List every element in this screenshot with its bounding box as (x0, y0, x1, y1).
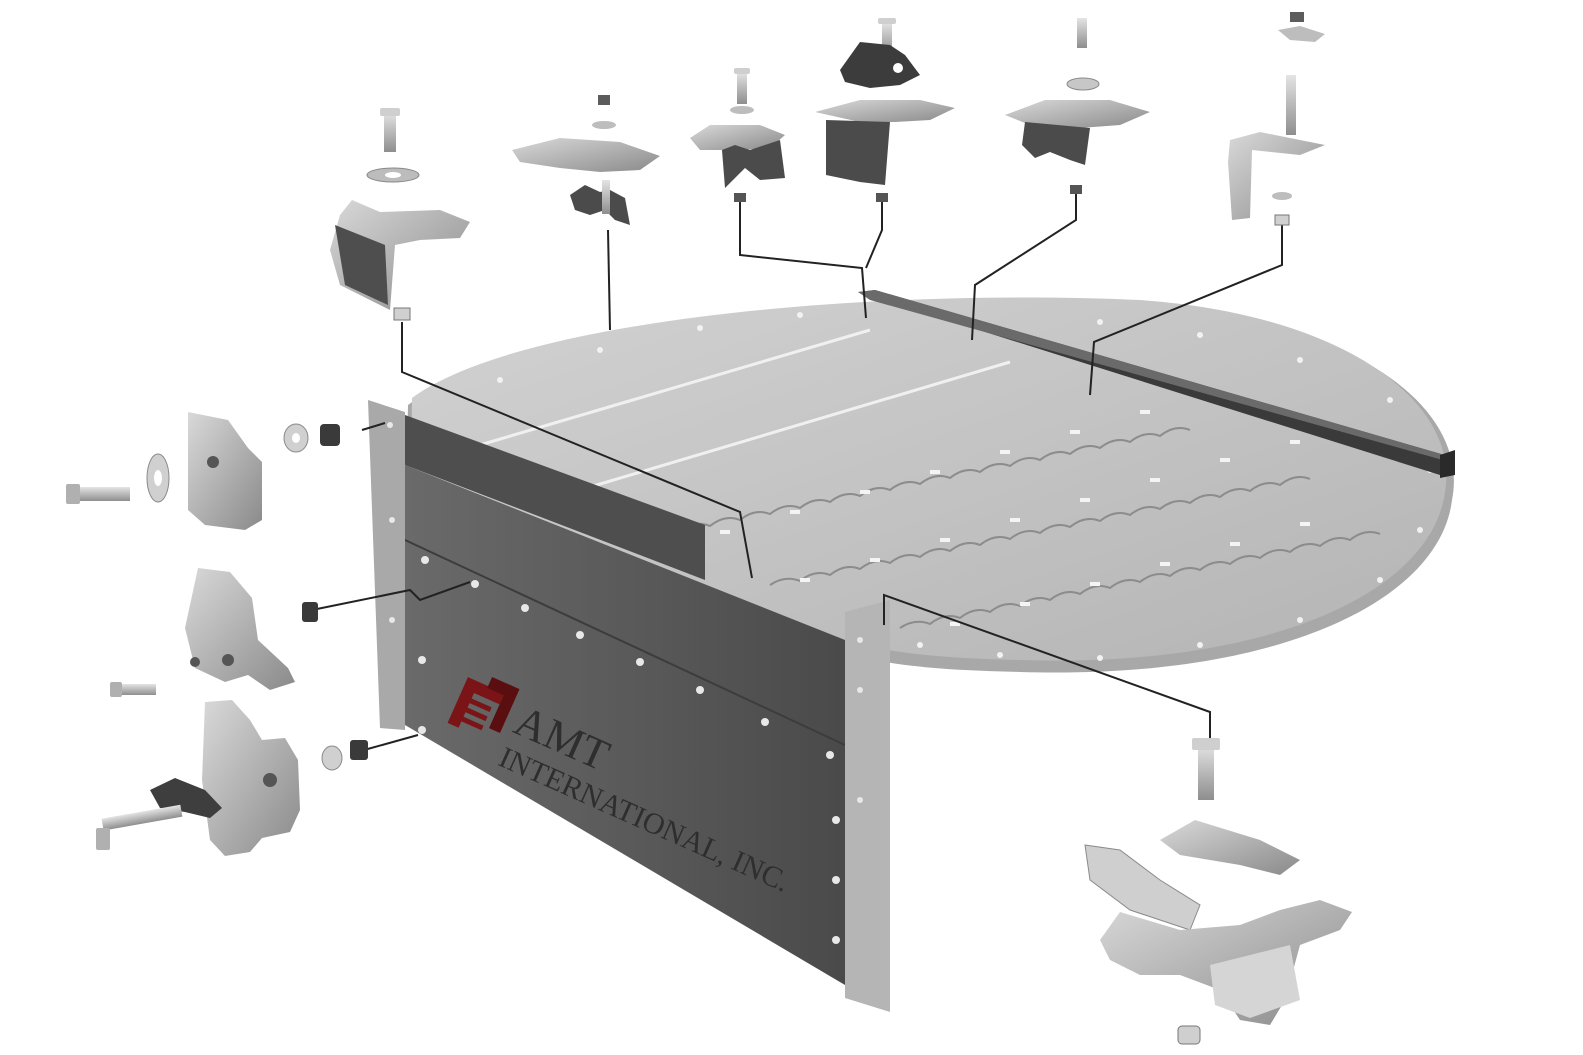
clip (815, 100, 955, 122)
bolt (1077, 18, 1087, 48)
bolt (120, 684, 156, 695)
clamp-plate (188, 412, 262, 530)
clip (512, 138, 660, 172)
bolt (384, 112, 396, 152)
nut (1177, 1025, 1201, 1045)
nut (1290, 12, 1304, 22)
weir-right-flange (845, 600, 890, 1012)
washer (1272, 192, 1292, 200)
nut (1070, 185, 1082, 194)
stud (1286, 75, 1296, 135)
bracket (840, 42, 920, 88)
bolt (737, 72, 747, 104)
panel-seam-wavy (899, 531, 1381, 629)
weir-upper-lip (405, 415, 705, 580)
bolt (1198, 744, 1214, 800)
bracket (1228, 132, 1325, 220)
nut (734, 193, 746, 202)
weir-bolt-assembly-upper (66, 412, 340, 530)
upper-clip (1160, 820, 1300, 875)
bolt (882, 22, 892, 54)
weir-panel (405, 465, 845, 985)
clip (1005, 100, 1150, 128)
weir-left-flange (368, 400, 405, 730)
clamp-assembly-1 (330, 108, 470, 321)
clamp-assembly-6 (1228, 12, 1325, 226)
clamp-assembly-5 (1005, 18, 1150, 194)
washer-clip (1278, 26, 1325, 42)
clamp-assembly-3 (690, 68, 785, 202)
nut (598, 95, 610, 105)
clamp-assembly-2 (512, 95, 660, 225)
bolt (70, 487, 130, 501)
washer (592, 121, 616, 129)
exploded-guide-lines (311, 192, 1283, 751)
weir-bolt-holes (387, 422, 863, 944)
nut (350, 740, 368, 760)
bolt (602, 180, 610, 214)
panel-seam (579, 360, 1011, 492)
logo-mark (447, 676, 520, 734)
clamp-assembly-4 (815, 18, 955, 202)
clip (185, 568, 295, 690)
panel-seam (479, 328, 871, 447)
weir-clip-assembly-lower (96, 700, 368, 856)
nut (1274, 214, 1290, 226)
clamp-plate (202, 700, 300, 856)
panel-seam-wavy (679, 427, 1191, 531)
support-rail (858, 290, 1455, 478)
nut (393, 307, 411, 321)
side-plate (1084, 844, 1201, 931)
bolt (101, 804, 183, 831)
nut (876, 193, 888, 202)
washer (730, 106, 754, 114)
downcomer-weir (368, 400, 890, 1012)
nut (320, 424, 340, 446)
clip (690, 125, 785, 150)
washer (321, 745, 343, 771)
nut (302, 602, 318, 622)
deck-slots (720, 392, 1310, 626)
weir-clip-assembly-middle (110, 568, 318, 697)
clamp-assembly-bottom (1084, 738, 1352, 1045)
panel-seam-wavy (769, 476, 1311, 586)
